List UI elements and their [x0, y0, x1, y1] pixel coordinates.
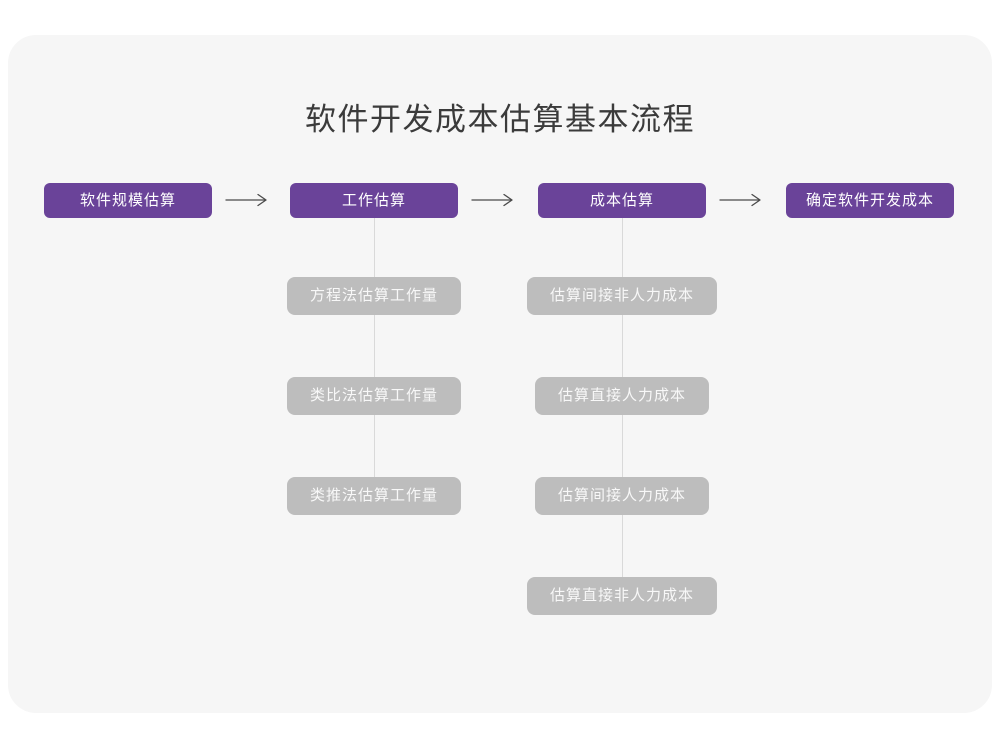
sub-step-analogy-method-workload: 类比法估算工作量: [286, 377, 462, 415]
flow-step-cost-estimation: 成本估算: [538, 183, 706, 218]
arrow-right-icon: [225, 193, 267, 207]
sub-step-extrapolation-method-workload: 类推法估算工作量: [286, 477, 462, 515]
sub-step-direct-labor-cost: 估算直接人力成本: [534, 377, 710, 415]
flow-step-software-scale-estimation: 软件规模估算: [44, 183, 212, 218]
diagram-title: 软件开发成本估算基本流程: [305, 102, 695, 137]
flow-step-determine-software-development-cost: 确定软件开发成本: [786, 183, 954, 218]
sub-step-equation-method-workload: 方程法估算工作量: [286, 277, 462, 315]
arrow-right-glyph: [225, 193, 267, 207]
flow-step-work-estimation: 工作估算: [290, 183, 458, 218]
arrow-right-icon: [719, 193, 761, 207]
arrow-right-glyph: [719, 193, 761, 207]
sub-step-direct-non-labor-cost: 估算直接非人力成本: [526, 577, 718, 615]
connector-line-work-branch: [373, 218, 375, 496]
arrow-right-glyph: [471, 193, 513, 207]
arrow-right-icon: [471, 193, 513, 207]
diagram-card: [8, 35, 992, 713]
sub-step-indirect-labor-cost: 估算间接人力成本: [534, 477, 710, 515]
sub-step-indirect-non-labor-cost: 估算间接非人力成本: [526, 277, 718, 315]
